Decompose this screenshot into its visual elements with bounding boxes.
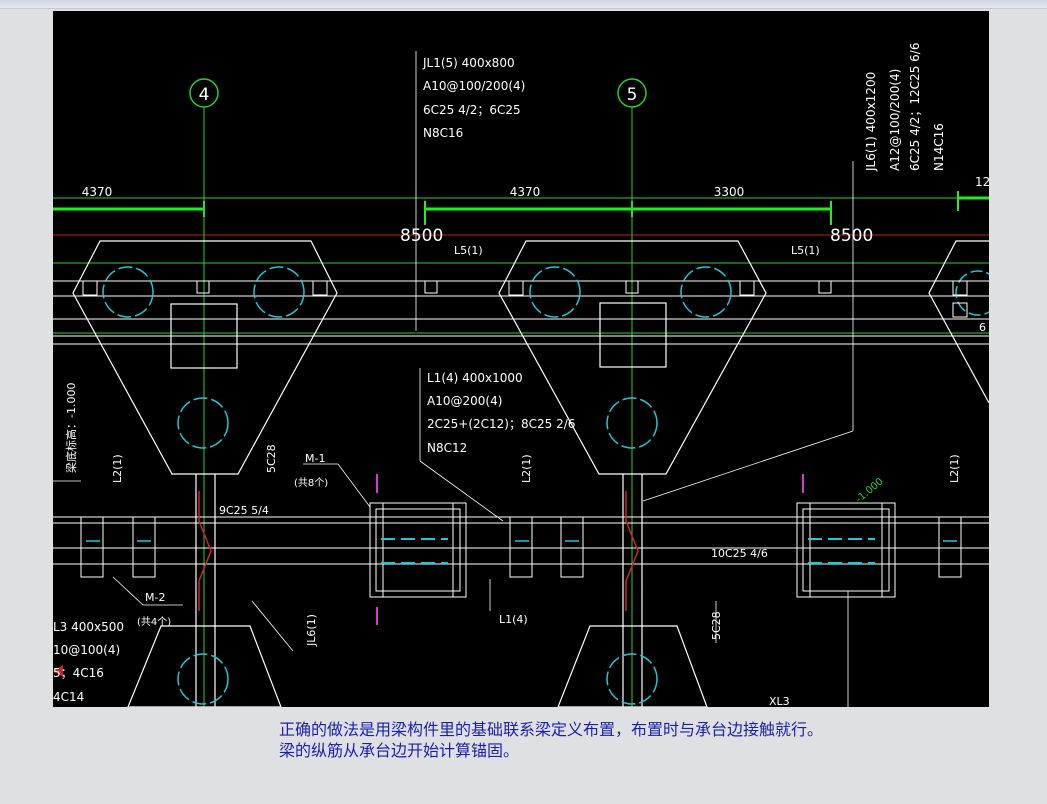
beam-label: L2(1) (948, 454, 961, 483)
beam-label: L2(1) (520, 454, 533, 483)
axis-label-5: 5 (627, 85, 638, 105)
dimension-line (53, 196, 989, 211)
caption-line-1: 正确的做法是用梁构件里的基础联系梁定义布置，布置时与承台边接触就行。 (279, 720, 824, 739)
elevation-note: 梁底标高：-1.000 (64, 383, 78, 473)
beam-annotation: 2C25+(2C12)；8C25 2/6 (427, 417, 575, 431)
caption: 正确的做法是用梁构件里的基础联系梁定义布置，布置时与承台边接触就行。 梁的纵筋从… (279, 719, 1019, 761)
beam-label: L2(1) (111, 454, 124, 483)
rebar-label: 5C28 (265, 444, 278, 473)
edge-label: 6 (979, 321, 986, 334)
beam-label: JL6(1) (305, 614, 318, 647)
beam-annotation: L1(4) 400x1000 (427, 371, 523, 385)
caption-line-2: 梁的纵筋从承台边开始计算锚固。 (279, 741, 520, 760)
rebar-detail-left (369, 502, 467, 598)
beam-label: L1(4) (499, 613, 528, 626)
dimension-text: 4370 (510, 185, 541, 199)
beam-label: L5(1) (454, 244, 483, 257)
elevation-note: -1.000 (854, 476, 886, 505)
axis-label-4: 4 (199, 85, 210, 105)
axis-lines (189, 78, 647, 707)
beam-annotation: N14C16 (932, 123, 946, 171)
beam-annotation: A12@100/200(4) (888, 69, 902, 171)
rebar-detail-right (796, 502, 896, 598)
dimension-text: 12 (975, 175, 989, 189)
beam-annotation: JL1(5) 400x800 (422, 56, 515, 70)
detail-label: (共4个) (137, 616, 171, 628)
dimension-text: 4370 (82, 185, 113, 199)
detail-label: M-1 (305, 452, 325, 465)
beam-annotation: 5；4C16 (53, 666, 104, 680)
cad-drawing: 4 5 4370 4370 3300 12 8500 8500 JL1(5) 4… (53, 11, 989, 707)
beam-annotation: 10@100(4) (53, 643, 120, 657)
beam-label: L5(1) (791, 244, 820, 257)
beam-annotation: 4C14 (53, 690, 84, 704)
beam-label: XL3 (769, 695, 790, 707)
dimension-text: 3300 (714, 185, 745, 199)
detail-label: M-2 (145, 591, 165, 604)
rebar-label: 5C28 (710, 611, 723, 640)
rebar-label: 9C25 5/4 (219, 504, 269, 517)
beam-annotation: 6C25 4/2；6C25 (423, 103, 521, 117)
beam-annotation: N8C12 (427, 441, 467, 455)
beam-annotation: A10@200(4) (427, 394, 502, 408)
beam-annotation: JL6(1) 400x1200 (864, 72, 878, 172)
beam-annotation: A10@100/200(4) (423, 79, 525, 93)
pile-cap-left (72, 240, 338, 707)
pile-cap-right (498, 240, 767, 707)
window-top-bar (0, 0, 1047, 9)
rebar-label: 10C25 4/6 (711, 547, 768, 560)
detail-label: (共8个) (294, 477, 328, 489)
beam-annotation: N8C16 (423, 126, 463, 140)
beam-annotation: 6C25 4/2；12C25 6/6 (908, 43, 922, 171)
elevation-text: 8500 (830, 226, 873, 246)
elevation-text: 8500 (400, 226, 443, 246)
beam-band (53, 280, 989, 565)
beam-annotation: L3 400x500 (53, 620, 124, 634)
